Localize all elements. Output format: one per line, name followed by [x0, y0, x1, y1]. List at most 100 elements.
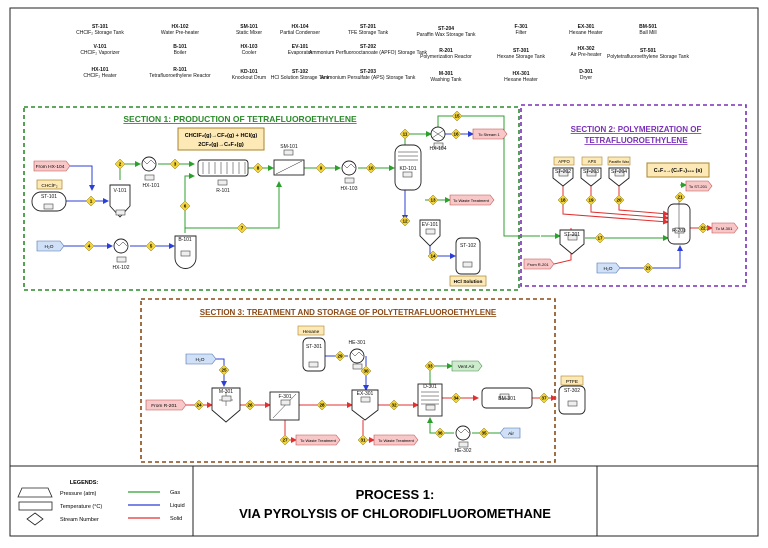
eq-tag: HX-103 — [241, 44, 258, 50]
feed-from-hx104: From HX-104 — [36, 164, 65, 170]
stream-diamond — [427, 194, 439, 206]
reactor-r101 — [197, 159, 249, 177]
product-ptfe: PTFE — [566, 379, 578, 385]
legend-title: LEGENDS: — [70, 480, 99, 486]
section-2-title-line1: SECTION 2: POLYMERIZATION OF — [571, 125, 702, 134]
equipment-list: ST-101 CHClF₂ Storage Tank V-101 CHClF₂ … — [76, 24, 689, 83]
eq-desc: CHClF₂ Vaporizer — [80, 50, 120, 56]
label-st101: ST-101 — [41, 194, 57, 200]
to-m301: To M-301 — [716, 226, 733, 231]
stream-number: 3 — [174, 162, 177, 167]
stream-diamond — [585, 194, 597, 206]
legend-temperature-symbol — [18, 501, 53, 511]
stream-diamond — [193, 399, 205, 411]
stream-number: 35 — [481, 431, 487, 436]
feed-apfo: APFO — [558, 159, 570, 164]
storage-tank-st201 — [559, 229, 585, 255]
eq-desc: Static Mixer — [236, 30, 262, 36]
storage-tank-st101 — [31, 191, 67, 212]
stream-number: 12 — [402, 219, 408, 224]
stream-number: 15 — [454, 114, 460, 119]
eq-tag: SM-101 — [240, 24, 258, 30]
title-line2: VIA PYROLYSIS OF CHLORODIFLUOROMETHANE — [239, 506, 551, 521]
stream-number: 4 — [88, 244, 91, 249]
eq-desc: Water Pre-heater — [161, 30, 199, 36]
eq-tag: ST-201 — [360, 24, 376, 30]
label-v101: V-101 — [113, 188, 126, 194]
stream-number: 18 — [560, 198, 566, 203]
stream-diamond — [427, 250, 439, 262]
label-m301: M-301 — [219, 389, 233, 395]
eq-desc: Hexane Heater — [569, 30, 603, 36]
storage-tank-st102 — [455, 237, 481, 275]
eq-tag: HX-101 — [92, 67, 109, 73]
feed-air: Air — [508, 431, 514, 437]
label-st302: ST-302 — [564, 388, 580, 394]
stream-diamond — [218, 364, 230, 376]
from-r201-short: From R-201 — [527, 262, 549, 267]
legend-stream-symbol — [26, 512, 44, 526]
stream-number: 9 — [320, 166, 323, 171]
eq-tag: B-101 — [173, 44, 187, 50]
eq-tag: ST-501 — [640, 48, 656, 54]
feed-hexane: Hexane — [303, 329, 320, 335]
stream-number: 27 — [282, 438, 288, 443]
eq-tag: HX-102 — [172, 24, 189, 30]
stream-diamond — [613, 194, 625, 206]
eq-desc: CHClF₂ Storage Tank — [76, 30, 124, 36]
label-hx103: HX-103 — [341, 186, 358, 192]
stream-number: 8 — [257, 166, 260, 171]
eq-tag: ST-203 — [360, 69, 376, 75]
heater-he302 — [455, 425, 471, 441]
label-ex301: EX-301 — [357, 391, 374, 397]
legend-solid: Solid — [170, 516, 182, 522]
section-3-title: SECTION 3: TREATMENT AND STORAGE OF POLY… — [200, 308, 497, 317]
eq-desc: Hexane Storage Tank — [497, 54, 545, 60]
heater-he301 — [349, 348, 365, 364]
to-waste-2: To Waste Treatment — [300, 438, 337, 443]
eq-tag: D-301 — [579, 69, 593, 75]
stream-diamond — [244, 399, 256, 411]
legend: LEGENDS: Pressure (atm) Temperature (°C)… — [17, 480, 185, 526]
stream-number: 17 — [597, 236, 603, 241]
stream-number: 33 — [427, 364, 433, 369]
label-hx101: HX-101 — [143, 183, 160, 189]
eq-tag: M-301 — [439, 71, 453, 77]
stream-number: 21 — [677, 195, 683, 200]
eq-desc: Evaporator — [288, 50, 313, 56]
stream-number: 10 — [368, 166, 374, 171]
stream-number: 37 — [541, 396, 547, 401]
stream-diamond — [388, 399, 400, 411]
stream-diamond — [434, 427, 446, 439]
eq-tag: F-301 — [514, 24, 527, 30]
stream-number: 2 — [119, 162, 122, 167]
eq-desc: Dryer — [580, 75, 593, 81]
label-st203: ST-203 — [583, 169, 599, 175]
stream-number: 30 — [363, 369, 369, 374]
label-d301: D-301 — [423, 384, 437, 390]
label-r201: R-201 — [672, 228, 686, 234]
legend-temperature: Temperature (°C) — [60, 504, 102, 510]
label-he302: HE-302 — [455, 448, 472, 454]
stream-number: 26 — [247, 403, 253, 408]
label-st202: ST-202 — [555, 169, 571, 175]
stream-diamond — [279, 434, 291, 446]
reaction-2: 2CF₂(g)→C₂F₄(g) — [198, 142, 244, 148]
stream-diamond — [315, 162, 327, 174]
eq-tag: HX-302 — [578, 46, 595, 52]
label-bm301: BM-301 — [498, 396, 516, 402]
stream-number: 7 — [241, 226, 244, 231]
stream-number: 29 — [337, 354, 343, 359]
stream-diamond — [450, 392, 462, 404]
label-st204: ST-204 — [611, 169, 627, 175]
feed-from-r201: From R-201 — [151, 403, 177, 409]
feed-h2o-2: H₂O — [603, 266, 612, 272]
eq-tag: R-101 — [173, 67, 187, 73]
eq-tag: V-101 — [93, 44, 106, 50]
stream-diamond — [252, 162, 264, 174]
eq-tag: ST-204 — [438, 26, 454, 32]
stream-number: 32 — [391, 403, 397, 408]
label-f301: F-301 — [278, 394, 291, 400]
